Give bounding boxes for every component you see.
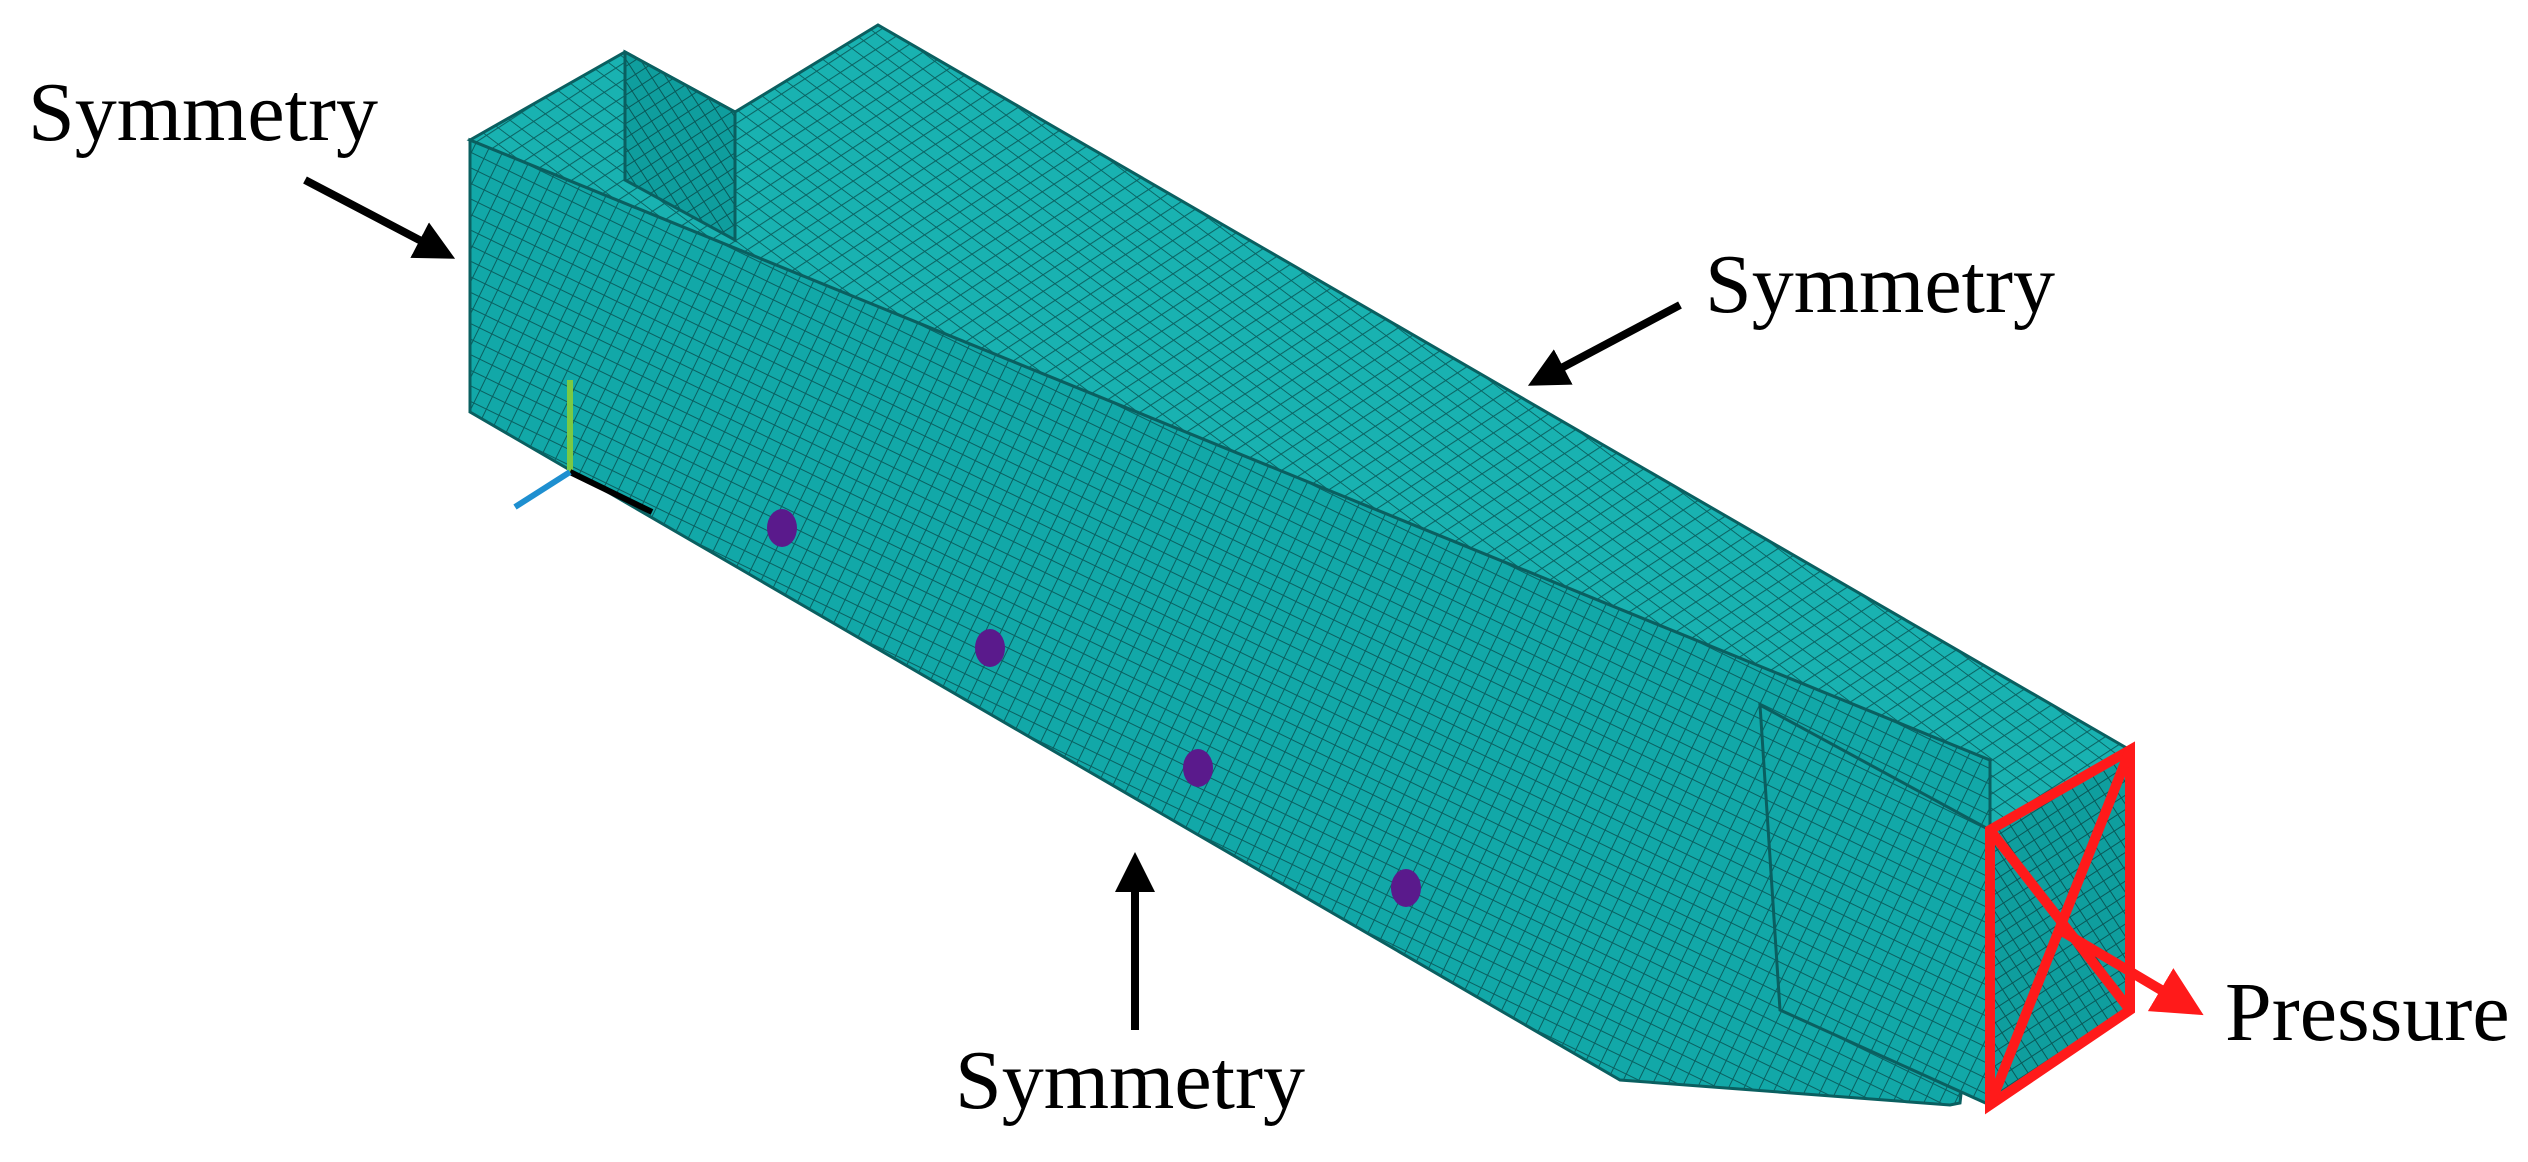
bolt-hole-3 [1183, 749, 1213, 787]
meshed-beam-body [466, 23, 2134, 1108]
bolt-holes [767, 509, 1421, 907]
bolt-hole-4 [1391, 869, 1421, 907]
pressure-diagonal-2 [1985, 748, 2135, 1107]
annotation-arrows [303, 176, 1682, 1030]
bolt-hole-2 [975, 629, 1005, 667]
symmetry-label-top-left: Symmetry [28, 66, 378, 159]
symmetry-label-bottom: Symmetry [955, 1034, 1305, 1127]
bolt-hole-1 [767, 509, 797, 547]
symmetry-label-right: Symmetry [1705, 238, 2055, 331]
symmetry-top-left-arrow [303, 176, 456, 259]
pressure-label: Pressure [2225, 966, 2510, 1059]
pressure-arrow [2057, 925, 2204, 1016]
symmetry-right-arrow [1527, 301, 1682, 386]
beam-step-face [623, 49, 737, 243]
pressure-load [1985, 741, 2204, 1115]
xyz-axis-triad-icon [513, 380, 654, 515]
